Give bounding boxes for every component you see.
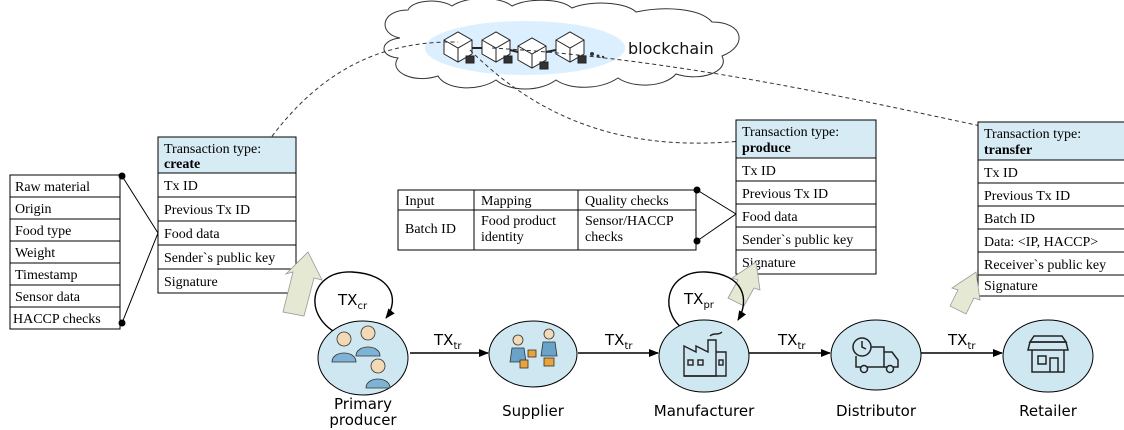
tx-tr-label: TXtr bbox=[604, 331, 633, 352]
node-distributor: Distributor bbox=[830, 319, 922, 420]
food-data-item: HACCP checks bbox=[13, 312, 101, 327]
produce-row: Food data bbox=[742, 210, 798, 225]
create-row: Previous Tx ID bbox=[164, 203, 250, 218]
truck-icon bbox=[852, 337, 899, 374]
dashed-links bbox=[251, 41, 1011, 166]
food-data-list: Raw material Origin Food type Weight Tim… bbox=[9, 172, 159, 330]
mapping-header-input: Input bbox=[405, 194, 435, 209]
create-row: Signature bbox=[164, 275, 218, 290]
tx-cr-label: TXcr bbox=[337, 291, 368, 312]
create-transaction-table: Transaction type: create Tx ID Previous … bbox=[157, 136, 297, 294]
node-supplier: Supplier bbox=[488, 320, 578, 420]
mapping-cell-checks-line2: checks bbox=[585, 230, 623, 245]
mapping-header-mapping: Mapping bbox=[481, 194, 532, 209]
block-arrows bbox=[282, 251, 981, 317]
blockchain-label: blockchain bbox=[628, 39, 714, 58]
create-row: Food data bbox=[164, 227, 220, 242]
tx-tr-label: TXtr bbox=[777, 331, 806, 352]
people-icon bbox=[331, 325, 391, 389]
node-label: Retailer bbox=[1019, 402, 1078, 420]
factory-icon bbox=[683, 331, 727, 377]
node-manufacturer: Manufacturer bbox=[654, 319, 755, 420]
mapping-cell-checks-line1: Sensor/HACCP bbox=[585, 214, 674, 229]
transfer-row: Receiver`s public key bbox=[984, 258, 1106, 273]
tx-tr-label: TXtr bbox=[433, 331, 462, 352]
transfer-transaction-table: Transaction type: transfer Tx ID Previou… bbox=[977, 121, 1124, 297]
produce-transaction-table: Transaction type: produce Tx ID Previous… bbox=[735, 119, 877, 275]
node-label: Primary bbox=[334, 395, 392, 413]
self-loops bbox=[314, 271, 747, 338]
food-data-item: Raw material bbox=[15, 180, 90, 195]
store-icon bbox=[1027, 335, 1069, 373]
produce-header-line2: produce bbox=[742, 141, 791, 156]
food-data-item: Food type bbox=[15, 224, 71, 239]
create-row: Tx ID bbox=[164, 179, 198, 194]
produce-row: Sender`s public key bbox=[742, 233, 853, 248]
food-data-item: Weight bbox=[15, 246, 55, 261]
mapping-cell-identity-line2: identity bbox=[481, 230, 524, 245]
produce-row: Tx ID bbox=[742, 164, 776, 179]
produce-row: Previous Tx ID bbox=[742, 187, 828, 202]
node-primary-producer: Primary producer bbox=[317, 320, 409, 429]
node-label: Supplier bbox=[502, 402, 565, 420]
food-data-item: Sensor data bbox=[15, 290, 81, 305]
food-data-item: Timestamp bbox=[15, 268, 78, 283]
tx-tr-label: TXtr bbox=[947, 331, 976, 352]
block-chain-icon bbox=[443, 31, 605, 70]
transfer-row: Signature bbox=[984, 279, 1038, 294]
create-row: Sender`s public key bbox=[164, 251, 275, 266]
blockchain-cloud: blockchain bbox=[383, 0, 740, 90]
handover-icon bbox=[509, 328, 558, 369]
transfer-row: Previous Tx ID bbox=[984, 189, 1070, 204]
mapping-table: Input Mapping Quality checks Batch ID Fo… bbox=[397, 186, 737, 251]
produce-header-line1: Transaction type: bbox=[742, 125, 839, 140]
transfer-header-line2: transfer bbox=[984, 143, 1032, 158]
node-retailer: Retailer bbox=[1002, 319, 1094, 420]
node-label: Manufacturer bbox=[654, 402, 755, 420]
node-label: producer bbox=[329, 411, 397, 429]
mapping-cell-identity-line1: Food product bbox=[481, 214, 556, 229]
transfer-header-line1: Transaction type: bbox=[984, 127, 1081, 142]
transfer-row: Data: <IP, HACCP> bbox=[984, 235, 1098, 250]
mapping-cell-batch-id: Batch ID bbox=[405, 222, 456, 237]
tx-pr-label: TXpr bbox=[683, 290, 715, 311]
mapping-header-quality: Quality checks bbox=[585, 194, 669, 209]
transfer-row: Batch ID bbox=[984, 212, 1035, 227]
node-label: Distributor bbox=[836, 402, 917, 420]
food-data-item: Origin bbox=[15, 202, 52, 217]
transfer-row: Tx ID bbox=[984, 166, 1018, 181]
create-header-line1: Transaction type: bbox=[164, 142, 261, 157]
create-header-line2: create bbox=[164, 157, 200, 172]
